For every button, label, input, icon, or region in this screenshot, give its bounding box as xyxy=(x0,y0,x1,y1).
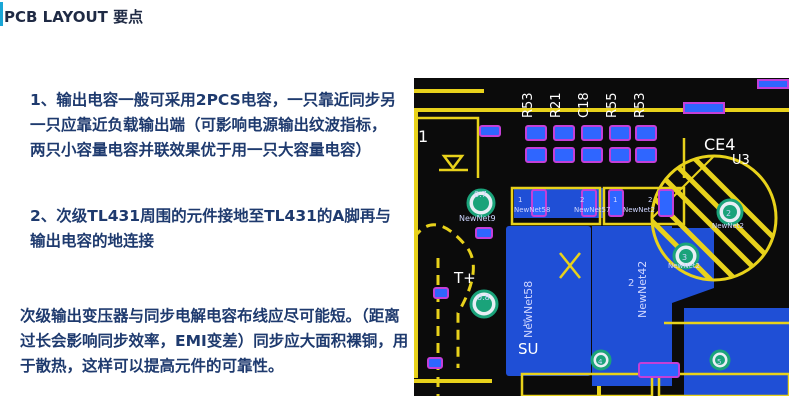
silk-label: 1 xyxy=(418,127,428,146)
vias xyxy=(466,188,744,371)
net-label: NewNet2 xyxy=(668,262,700,270)
silk-label: U3 xyxy=(732,153,750,168)
pad-number: 2 xyxy=(726,209,731,218)
net-label: NewNet9 xyxy=(459,214,496,223)
net-label: NewNet2 xyxy=(623,206,655,214)
net-label: NewNet42 xyxy=(636,261,649,318)
pad-number: 1 xyxy=(613,196,617,204)
net-label: NewNet58 xyxy=(514,206,550,214)
pad-number: 2 xyxy=(648,196,652,204)
pad-number: 0.8 xyxy=(477,293,490,302)
net-label: NewNet2 xyxy=(712,222,744,230)
pad-number: 2 xyxy=(580,196,584,204)
silk-label: R55 xyxy=(605,92,620,118)
component-outlines xyxy=(414,116,789,396)
pad-number: 5 xyxy=(717,358,721,366)
point-2-text: 2、次级TL431周围的元件接地至TL431的A脚再与输出电容的地连接 xyxy=(30,207,391,250)
silk-label: C18 xyxy=(577,92,592,118)
silk-labels: R53 R21 C18 R55 R53 CE4 U3 T+ SU 1 xyxy=(418,92,750,358)
pcb-layout-image: R53 R21 C18 R55 R53 CE4 U3 T+ SU 1 NewNe… xyxy=(414,78,789,396)
pad-number: 1 xyxy=(518,196,522,204)
point-1-text: 1、输出电容一般可采用2PCS电容，一只靠近同步另一只应靠近负载输出端（可影响电… xyxy=(30,91,396,159)
point-3-text: 次级输出变压器与同步电解电容布线应尽可能短。（距离过长会影响同步效率，EMI变差… xyxy=(20,307,409,375)
pad-number: 0.7 xyxy=(474,190,487,199)
pad-number: 3 xyxy=(682,253,687,262)
silk-label: CE4 xyxy=(704,135,735,154)
title-accent-bar xyxy=(0,2,3,26)
silk-label: R53 xyxy=(521,92,536,118)
slide-title: PCB LAYOUT 要点 xyxy=(4,8,144,26)
smd-pads xyxy=(427,125,680,378)
keepout-outline xyxy=(414,89,789,396)
pad-number: 4 xyxy=(598,358,603,366)
net-label: NewNet57 xyxy=(574,206,610,214)
pad-number: 2 xyxy=(628,278,634,289)
silk-label: T+ xyxy=(453,269,476,287)
net-label: NewNet58 xyxy=(522,281,535,338)
net-labels: NewNet9 NewNet58 NewNet57 NewNet2 NewNet… xyxy=(459,190,744,366)
pad-number: 1 xyxy=(522,319,528,329)
silk-label: SU xyxy=(518,340,539,358)
silk-label: R21 xyxy=(549,92,564,118)
silk-label: R53 xyxy=(633,92,648,118)
